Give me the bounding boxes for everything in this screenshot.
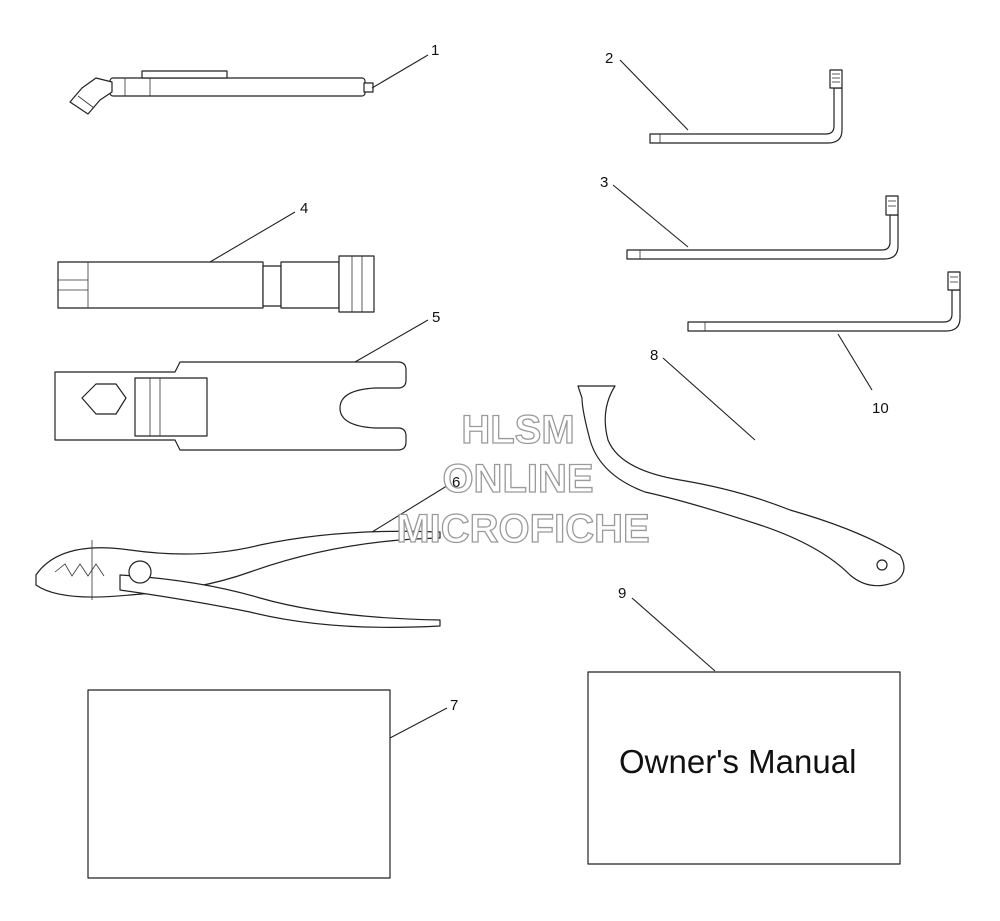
part-6-pliers [35,530,441,628]
part-2-hex-key [649,69,843,144]
callout-4: 4 [300,200,308,217]
callout-10: 10 [872,400,889,417]
leader-line-9 [631,597,716,672]
callout-6: 6 [452,474,460,491]
callout-8: 8 [650,347,658,364]
part-10-hex-key [687,271,961,332]
callout-5: 5 [432,309,440,326]
watermark-line-3: MICROFICHE [396,507,649,551]
callout-3: 3 [600,174,608,191]
leader-line-4 [209,211,296,263]
leader-line-10 [837,333,873,391]
part-3-hex-key [626,195,899,260]
callout-7: 7 [450,697,458,714]
callout-1: 1 [431,42,439,59]
leader-line-8 [662,357,756,441]
callout-9: 9 [618,585,626,602]
part-5-fork-wrench [54,361,407,451]
leader-line-3 [612,184,689,248]
leader-line-6 [371,483,451,533]
part-1-pressure-gauge [69,70,374,115]
part-4-plug-socket [57,255,375,313]
leader-line-7 [389,707,448,739]
leader-line-2 [619,59,689,131]
owners-manual-label: Owner's Manual [619,743,856,780]
watermark-line-2: ONLINE [442,457,593,501]
callout-2: 2 [605,50,613,67]
leader-line-5 [354,319,429,363]
part-7-document [87,689,391,879]
leader-line-1 [371,54,429,89]
part-9-owners-manual [587,671,901,865]
watermark-line-1: HLSM [461,408,574,452]
part-8-spanner-wrench [577,385,905,587]
